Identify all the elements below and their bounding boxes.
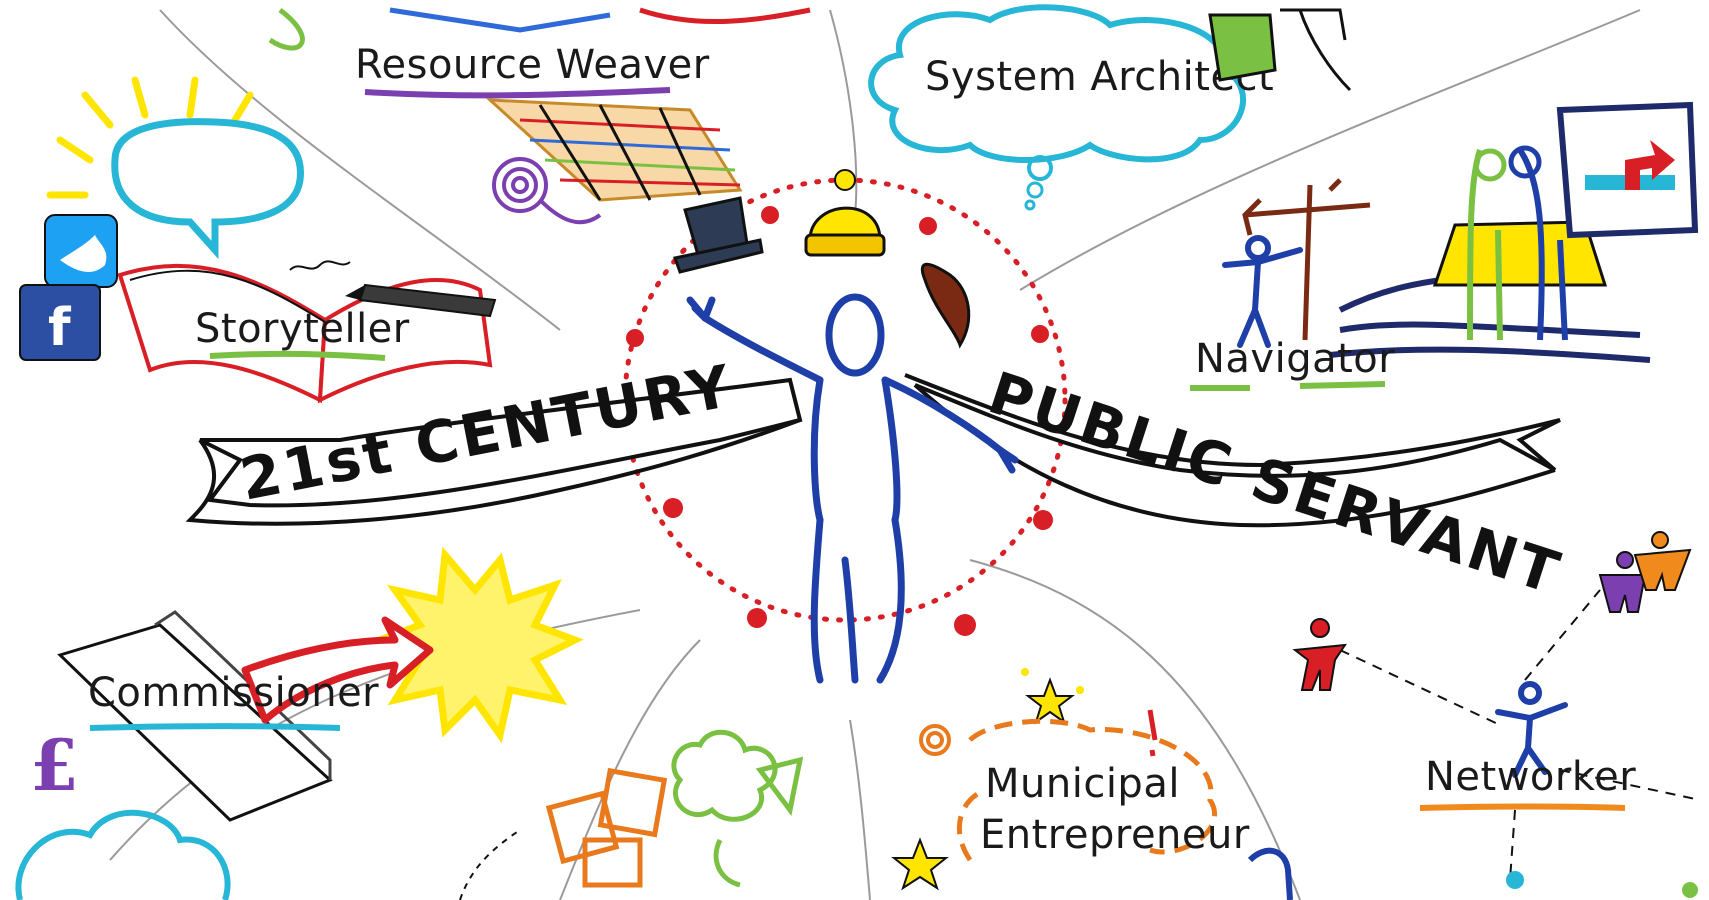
navigator-person-icon [1222, 235, 1303, 348]
resource-weaver-label: Resource Weaver [355, 42, 710, 88]
pen-icon [345, 283, 497, 318]
banner-right-text: PUBLIC SERVANT [981, 359, 1570, 608]
storyteller-section: f Storyteller [19, 76, 497, 404]
signpost-icon [1242, 178, 1371, 341]
beanie-hat-icon [804, 169, 886, 257]
twitter-icon [44, 214, 118, 288]
resource-weaver-underline [364, 87, 671, 99]
entrepreneur-label: Entrepreneur [980, 812, 1250, 858]
speech-bubble-icon [111, 118, 304, 260]
facebook-icon: f [19, 284, 101, 361]
juggler-figure [686, 293, 1019, 684]
storyteller-underline [209, 350, 386, 361]
pound-icon: £ [30, 724, 79, 807]
thought-bubble-icon [1027, 155, 1053, 181]
idea-star-icon [1021, 668, 1084, 725]
navigator-label: Navigator [1195, 336, 1395, 382]
svg-text:f: f [48, 298, 72, 358]
explosion-star-icon [371, 546, 584, 744]
system-architect-label: System Architect [925, 54, 1274, 100]
thought-cloud-icon [868, 4, 1246, 163]
thought-bubble-small-icon [1026, 181, 1044, 199]
idea-cloud-icon [956, 718, 1218, 862]
scribble-top-icon [268, 7, 811, 51]
cowboy-hat-icon [920, 262, 971, 349]
person-orange-icon [1633, 531, 1692, 591]
navigator-section: Navigator [1190, 101, 1699, 391]
sun-rays-icon [46, 76, 254, 199]
commissioner-underline [89, 723, 341, 731]
networker-underline [1419, 803, 1626, 811]
networker-section: Networker [1292, 531, 1701, 898]
building-blocks-icon [459, 729, 804, 900]
system-architect-section: System Architect [868, 4, 1352, 211]
woven-fabric-icon [485, 98, 743, 202]
municipal-label: Municipal [985, 761, 1180, 807]
commissioner-label: Commissioner [88, 670, 379, 716]
monitor-icon [1556, 101, 1699, 239]
partial-figure-icon [1247, 847, 1293, 900]
arrow-icon [241, 616, 434, 724]
commissioner-section: Commissioner £ [15, 546, 584, 900]
person-red-icon [1292, 618, 1348, 691]
thought-bubble-tiny-icon [1024, 199, 1036, 211]
network-lines [1339, 589, 1701, 881]
exclamation-icon [1147, 709, 1158, 757]
meeting-table-icon [1432, 145, 1608, 341]
storyteller-label: Storyteller [195, 306, 410, 352]
section-dividers [109, 9, 1641, 900]
spiral-icon [919, 724, 951, 756]
resource-weaver-section: Resource Weaver [268, 7, 811, 225]
idea-burst-icon [891, 837, 949, 891]
money-cloud-icon [15, 809, 231, 900]
person-cyan-icon [1506, 871, 1524, 889]
municipal-entrepreneur-section: Municipal Entrepreneur [891, 668, 1293, 900]
top-hat-icon [673, 196, 764, 274]
building-icon [1208, 8, 1352, 92]
networker-label: Networker [1425, 754, 1636, 800]
person-green-icon [1682, 882, 1698, 898]
navigator-underline [1190, 381, 1386, 391]
yarn-ball-icon [492, 157, 602, 225]
title-banner: 21st CENTURY PUBLIC SERVANT [185, 352, 1570, 608]
person-blue-icon [1495, 681, 1568, 778]
